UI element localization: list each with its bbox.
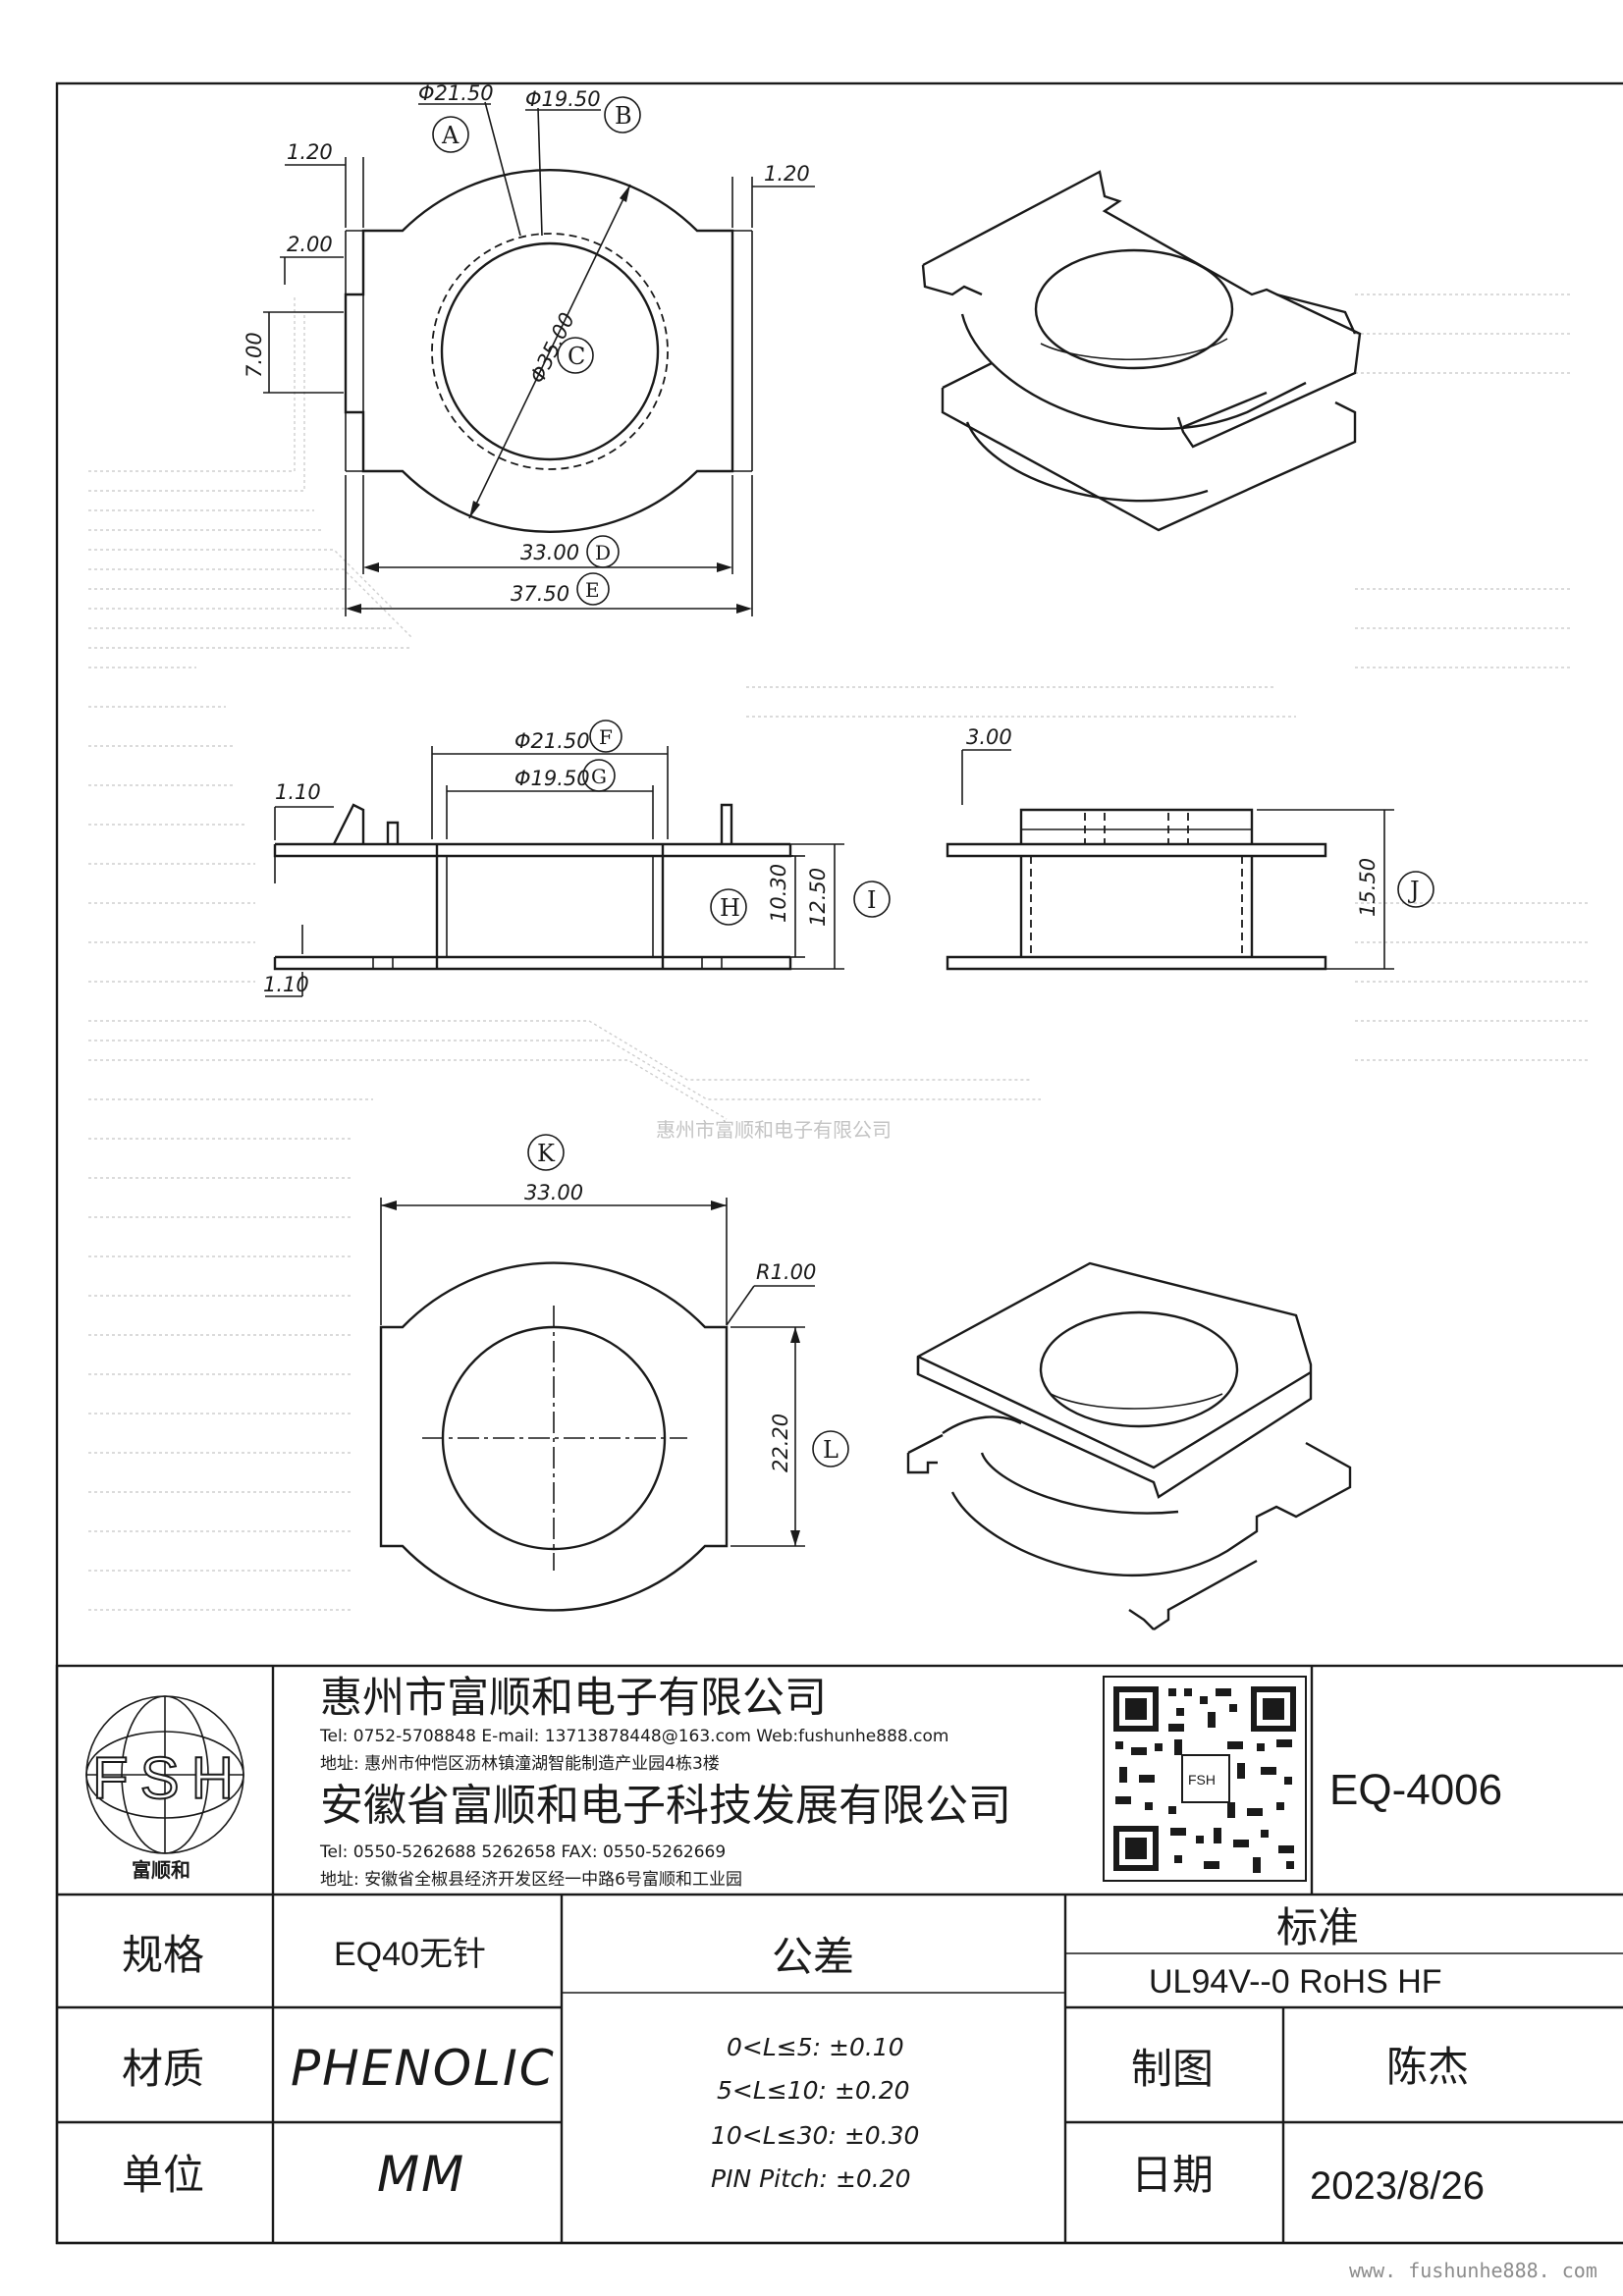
dim-w-left: 1.20	[287, 140, 333, 164]
bubble-d: D	[595, 541, 611, 564]
dim-f: Φ21.50	[514, 729, 590, 753]
top-view-outline	[344, 169, 734, 533]
dim-b: Φ19.50	[525, 87, 601, 111]
isometric-view-bottom	[906, 1261, 1352, 1630]
front-view: 3.00 15.50 J	[946, 725, 1434, 971]
standard-value: UL94V--0 RoHS HF	[1149, 1963, 1442, 2001]
dim-h: 10.30	[767, 864, 790, 923]
bottom-view: 33.00 K R1.00 22.20 L	[379, 1134, 849, 1612]
dim-r: R1.00	[756, 1260, 816, 1284]
dim-t2: 1.10	[263, 973, 309, 996]
company2-name: 安徽省富顺和电子科技发展有限公司	[320, 1781, 1011, 1831]
part-number: EQ-4006	[1329, 1766, 1502, 1814]
inner-bore-dashed	[431, 233, 669, 470]
tolerance-1: 0<L≤5: ±0.10	[727, 2033, 904, 2061]
bubble-b: B	[615, 102, 632, 130]
tolerance-3: 10<L≤30: ±0.30	[711, 2121, 919, 2150]
spec-label: 规格	[122, 1931, 204, 1979]
inner-bore	[440, 241, 660, 461]
dim-t1: 1.10	[275, 780, 321, 804]
bubble-g: G	[591, 765, 607, 788]
logo-caption: 富顺和	[132, 1858, 190, 1882]
footer-url: www. fushunhe888. com	[1349, 2259, 1597, 2282]
bubble-k: K	[537, 1140, 556, 1167]
date-label: 日期	[1131, 2151, 1214, 2199]
bubble-f: F	[599, 725, 613, 749]
company1-contact: Tel: 0752-5708848 E-mail: 13713878448@16…	[319, 1727, 948, 1746]
material-value: PHENOLIC	[291, 2040, 556, 2097]
dim-h1: 2.00	[287, 233, 333, 256]
isometric-view-top	[921, 170, 1362, 532]
bubble-c: C	[568, 343, 585, 370]
tolerance-2: 5<L≤10: ±0.20	[717, 2076, 910, 2105]
tolerance-4: PIN Pitch: ±0.20	[711, 2164, 911, 2193]
company1-name: 惠州市富顺和电子有限公司	[320, 1674, 827, 1723]
bubble-a: A	[441, 122, 460, 149]
title-block: FSH 富顺和 惠州市富顺和电子有限公司 Tel: 0752-5708848 E…	[55, 1664, 1623, 2245]
dim-w-right: 1.20	[764, 162, 810, 186]
fsh-logo: FSH 富顺和	[85, 1695, 245, 1882]
date-value: 2023/8/26	[1310, 2164, 1485, 2208]
drawing-border	[55, 81, 1623, 2245]
background-pattern	[88, 294, 1591, 1611]
logo-text: FSH	[92, 1745, 245, 1811]
dim-top: 3.00	[966, 725, 1012, 749]
drawn-value: 陈杰	[1386, 2043, 1469, 2091]
dim-i: 12.50	[806, 868, 830, 927]
dim-l: 22.20	[769, 1414, 792, 1472]
standard-label: 标准	[1276, 1903, 1359, 1951]
qr-code: FSH	[1103, 1676, 1307, 1882]
spec-value: EQ40无针	[334, 1936, 486, 1973]
dim-k: 33.00	[524, 1181, 583, 1204]
dim-d: 33.00	[520, 541, 579, 564]
bubble-h: H	[720, 894, 740, 922]
company2-address: 地址: 安徽省全椒县经济开发区经一中路6号富顺和工业园	[320, 1870, 742, 1890]
drawn-label: 制图	[1131, 2045, 1214, 2093]
dim-h2: 7.00	[243, 332, 266, 378]
company2-contact: Tel: 0550-5262688 5262658 FAX: 0550-5262…	[319, 1842, 726, 1862]
unit-value: MM	[377, 2146, 465, 2203]
unit-label: 单位	[122, 2151, 204, 2199]
bubble-j: J	[1407, 877, 1420, 904]
watermark: 惠州市富顺和电子有限公司	[656, 1118, 892, 1142]
dim-a: Φ21.50	[418, 81, 494, 105]
bubble-e: E	[585, 578, 600, 602]
dim-g: Φ19.50	[514, 767, 590, 790]
material-label: 材质	[122, 2045, 204, 2093]
dim-e: 37.50	[511, 582, 569, 606]
svg-text:FSH: FSH	[1188, 1772, 1216, 1788]
company1-address: 地址: 惠州市仲恺区沥林镇潼湖智能制造产业园4栋3楼	[320, 1754, 720, 1774]
top-view: Φ35.00 C Φ21.50 Φ19.50 A B 1.20 1.20 2.0…	[243, 81, 815, 616]
side-view: Φ21.50 F Φ19.50 G 1.10 1.10 10.30 H 12.5…	[263, 720, 891, 997]
tolerance-label: 公差	[772, 1933, 854, 1981]
bubble-i: I	[867, 886, 876, 914]
dim-j: 15.50	[1356, 858, 1380, 917]
bubble-l: L	[823, 1436, 839, 1464]
